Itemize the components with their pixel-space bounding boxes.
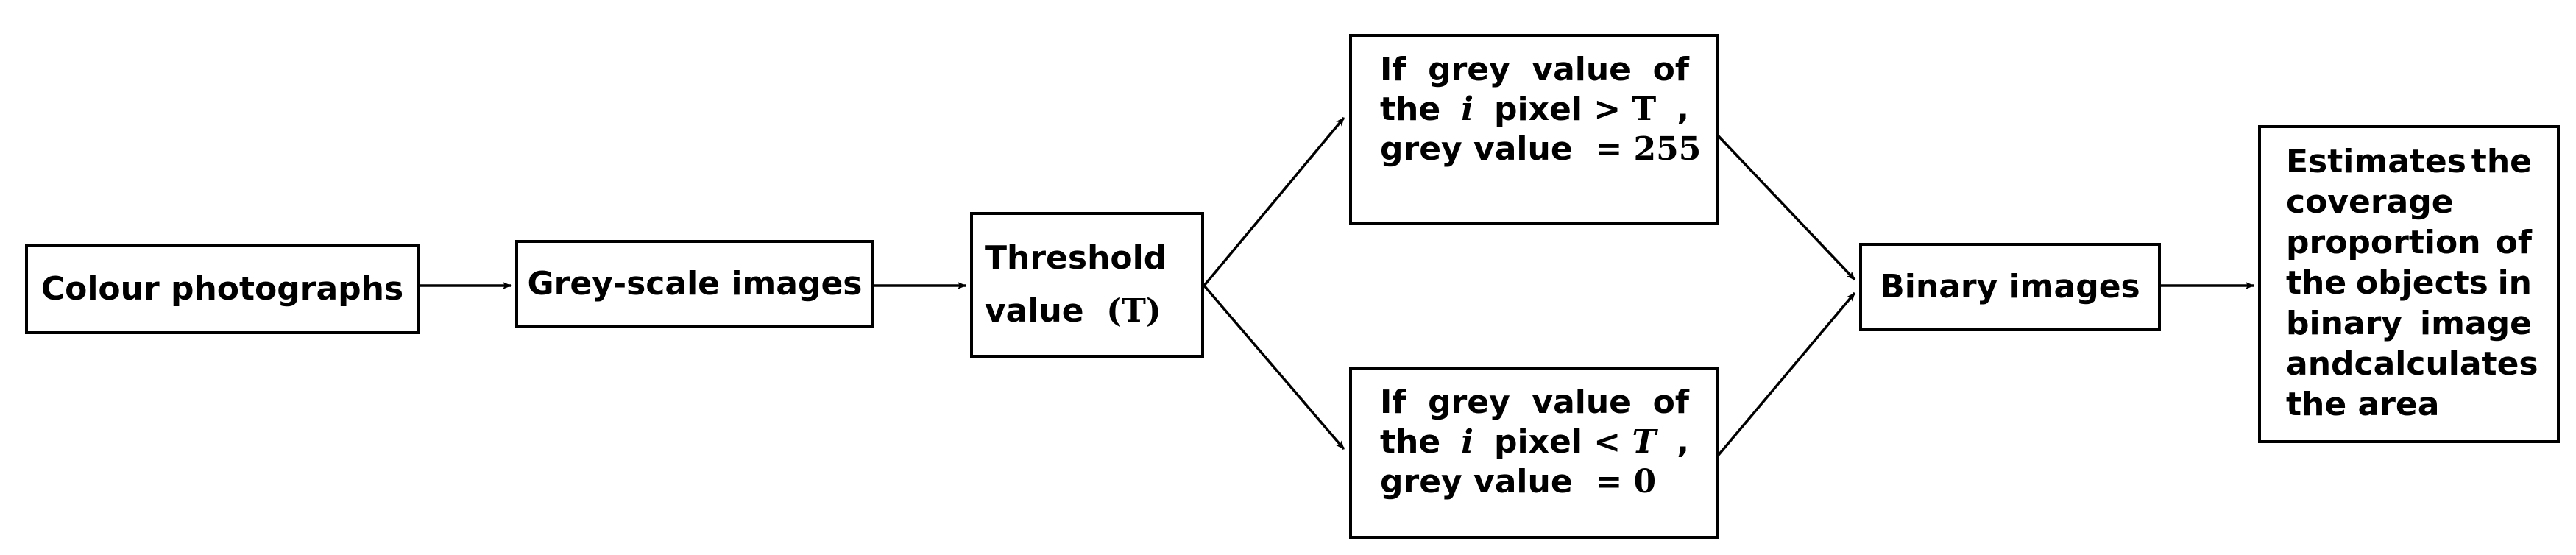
threshold-value-box: Threshold value (T) bbox=[970, 212, 1204, 358]
upper-condition-line3: grey value = 255 bbox=[1380, 130, 1702, 168]
arrow-threshold-to-upper bbox=[1203, 116, 1345, 287]
upper-output-value: 255 bbox=[1633, 130, 1702, 168]
arrow-threshold-to-lower bbox=[1203, 284, 1345, 450]
grey-scale-images-box: Grey-scale images bbox=[515, 240, 874, 328]
binary-images-label: Binary images bbox=[1880, 268, 2140, 305]
lower-condition-line3: grey value = 0 bbox=[1380, 463, 1657, 501]
upper-condition-line2: the i pixel > T , bbox=[1380, 91, 1689, 128]
binary-images-box: Binary images bbox=[1859, 243, 2161, 331]
lower-condition-line2: the i pixel < T , bbox=[1380, 423, 1689, 461]
estimates-line: coverage bbox=[2286, 183, 2454, 221]
threshold-label-line1: Threshold bbox=[985, 239, 1167, 277]
grey-scale-images-label: Grey-scale images bbox=[527, 265, 863, 303]
pixel-index-symbol: i bbox=[1461, 91, 1473, 128]
colour-photographs-label: Colour photographs bbox=[40, 270, 404, 308]
pixel-index-symbol: i bbox=[1461, 423, 1473, 461]
threshold-symbol: (T) bbox=[1106, 292, 1161, 330]
threshold-label-line2: value (T) bbox=[985, 292, 1161, 330]
arrow-upper-to-binary bbox=[1717, 135, 1856, 281]
estimates-line: the area bbox=[2286, 386, 2440, 423]
lower-output-value: 0 bbox=[1633, 463, 1657, 501]
colour-photographs-box: Colour photographs bbox=[25, 244, 420, 334]
arrow-lower-to-binary bbox=[1717, 291, 1856, 456]
